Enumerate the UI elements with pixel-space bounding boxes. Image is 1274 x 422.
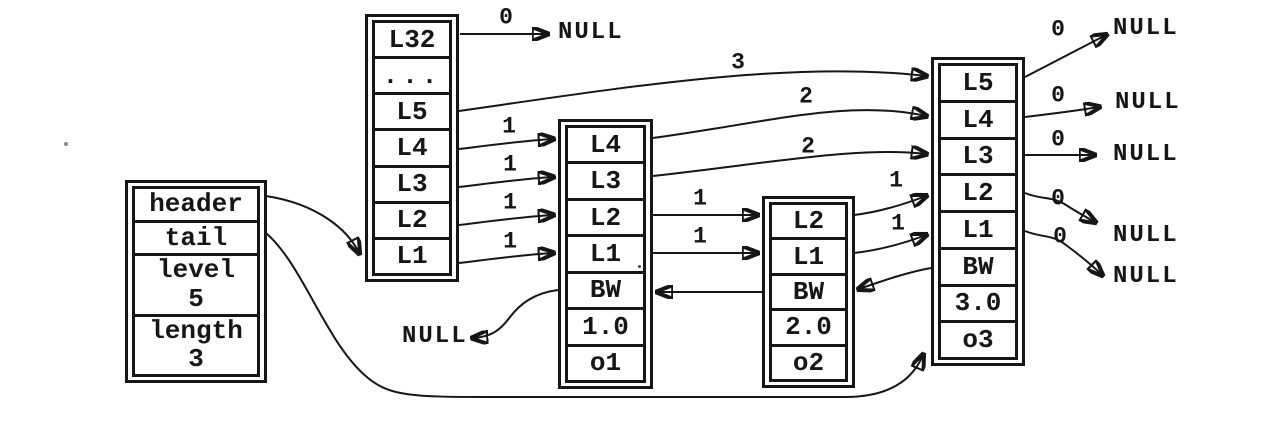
node1-cell-value: 1.0 bbox=[565, 307, 646, 347]
arrow-node1-l4-to-node3 bbox=[652, 110, 926, 139]
header-node-cell-l3: L3 bbox=[372, 164, 452, 204]
arrow-node1-bw-to-null bbox=[473, 289, 559, 338]
node2-cell-value: 2.0 bbox=[769, 308, 848, 347]
span-label-header-l4: 1 bbox=[502, 113, 516, 140]
span-label-header-l3: 1 bbox=[503, 151, 517, 178]
header-node-cell-l32: L32 bbox=[372, 20, 452, 60]
span-label-node1-l1: 1 bbox=[693, 223, 707, 250]
arrow-node3-l5-to-null bbox=[1024, 35, 1106, 78]
arrow-headernode-l4-to-node1 bbox=[458, 139, 553, 150]
span-label-header-l5: 3 bbox=[731, 49, 745, 76]
node3-box: L5 L4 L3 L2 L1 BW 3.0 o3 bbox=[931, 57, 1025, 366]
node3-cell-value: 3.0 bbox=[938, 283, 1018, 324]
node2-cell-bw: BW bbox=[769, 272, 848, 312]
arrow-node3-bw-to-node2 bbox=[859, 267, 932, 289]
node3-cell-bw: BW bbox=[938, 246, 1018, 287]
span-label-node2-l1: 1 bbox=[891, 210, 905, 237]
node3-cell-l2: L2 bbox=[938, 173, 1018, 213]
node3-cell-l3: L3 bbox=[938, 136, 1018, 177]
span-label-node1-l2: 1 bbox=[693, 185, 707, 212]
span-label-node3-l3: 0 bbox=[1051, 126, 1065, 153]
node1-cell-object: o1 bbox=[565, 343, 646, 383]
record-cell-length: length 3 bbox=[132, 313, 260, 377]
arrow-node3-l4-to-null bbox=[1024, 107, 1099, 118]
node1-cell-l2: L2 bbox=[565, 197, 646, 238]
header-node-cell-ellipsis: ... bbox=[372, 56, 452, 96]
arrow-headernode-l3-to-node1 bbox=[458, 177, 553, 188]
arrow-headernode-l1-to-node1 bbox=[458, 253, 553, 264]
arrow-header-to-headernode bbox=[265, 195, 359, 253]
skiplist-record-box: header tail level 5 length 3 bbox=[125, 180, 267, 383]
node3-cell-object: o3 bbox=[938, 320, 1018, 360]
node2-cell-l2: L2 bbox=[769, 202, 848, 241]
scan-speck bbox=[638, 265, 641, 268]
arrow-headernode-l2-to-node1 bbox=[458, 215, 553, 226]
span-label-node1-l4: 2 bbox=[799, 83, 813, 110]
node3-cell-l5: L5 bbox=[938, 63, 1018, 103]
arrow-node1-l3-to-node3 bbox=[652, 152, 926, 177]
node1-cell-bw: BW bbox=[565, 270, 646, 311]
scan-speck bbox=[64, 142, 68, 146]
record-level-label: level bbox=[156, 255, 235, 286]
span-label-node3-l1: 0 bbox=[1053, 223, 1067, 250]
null-label-l32: NULL bbox=[558, 19, 624, 46]
null-label-node1-bw: NULL bbox=[402, 323, 468, 350]
node2-cell-l1: L1 bbox=[769, 237, 848, 276]
header-node-box: L32 ... L5 L4 L3 L2 L1 bbox=[365, 14, 459, 282]
span-label-node3-l2: 0 bbox=[1051, 185, 1065, 212]
record-length-label: length bbox=[149, 315, 243, 346]
node3-cell-l4: L4 bbox=[938, 99, 1018, 140]
null-label-node3-l4: NULL bbox=[1115, 89, 1181, 116]
record-cell-tail: tail bbox=[132, 219, 260, 256]
record-level-value: 5 bbox=[188, 283, 204, 314]
node1-cell-l1: L1 bbox=[565, 234, 646, 274]
record-cell-header: header bbox=[132, 186, 260, 223]
arrow-node2-l2-to-node3 bbox=[853, 196, 926, 216]
span-label-node1-l3: 2 bbox=[801, 133, 815, 160]
span-label-node2-l2: 1 bbox=[889, 167, 903, 194]
header-node-cell-l5: L5 bbox=[372, 92, 452, 132]
node3-cell-l1: L1 bbox=[938, 210, 1018, 250]
span-label-header-l2: 1 bbox=[503, 189, 517, 216]
span-label-node3-l4: 0 bbox=[1051, 82, 1065, 109]
node2-cell-object: o2 bbox=[769, 343, 848, 383]
node1-cell-l3: L3 bbox=[565, 161, 646, 201]
arrow-headernode-l5-to-node3 bbox=[458, 71, 926, 112]
header-node-cell-l1: L1 bbox=[372, 236, 452, 276]
null-label-node3-l5: NULL bbox=[1113, 15, 1179, 42]
node1-cell-l4: L4 bbox=[565, 125, 646, 165]
record-cell-level: level 5 bbox=[132, 253, 260, 317]
record-length-value: 3 bbox=[188, 344, 204, 375]
null-label-node3-l2: NULL bbox=[1113, 222, 1179, 249]
arrow-node2-l1-to-node3 bbox=[853, 235, 926, 254]
span-label-header-l1: 1 bbox=[503, 228, 517, 255]
null-label-node3-l1: NULL bbox=[1113, 263, 1179, 290]
header-node-cell-l2: L2 bbox=[372, 200, 452, 240]
span-label-node3-l5: 0 bbox=[1051, 16, 1065, 43]
header-node-cell-l4: L4 bbox=[372, 128, 452, 168]
node2-box: L2 L1 BW 2.0 o2 bbox=[762, 196, 855, 388]
null-label-node3-l3: NULL bbox=[1113, 141, 1179, 168]
node1-box: L4 L3 L2 L1 BW 1.0 o1 bbox=[558, 119, 653, 389]
span-label-l32-null: 0 bbox=[499, 4, 513, 31]
